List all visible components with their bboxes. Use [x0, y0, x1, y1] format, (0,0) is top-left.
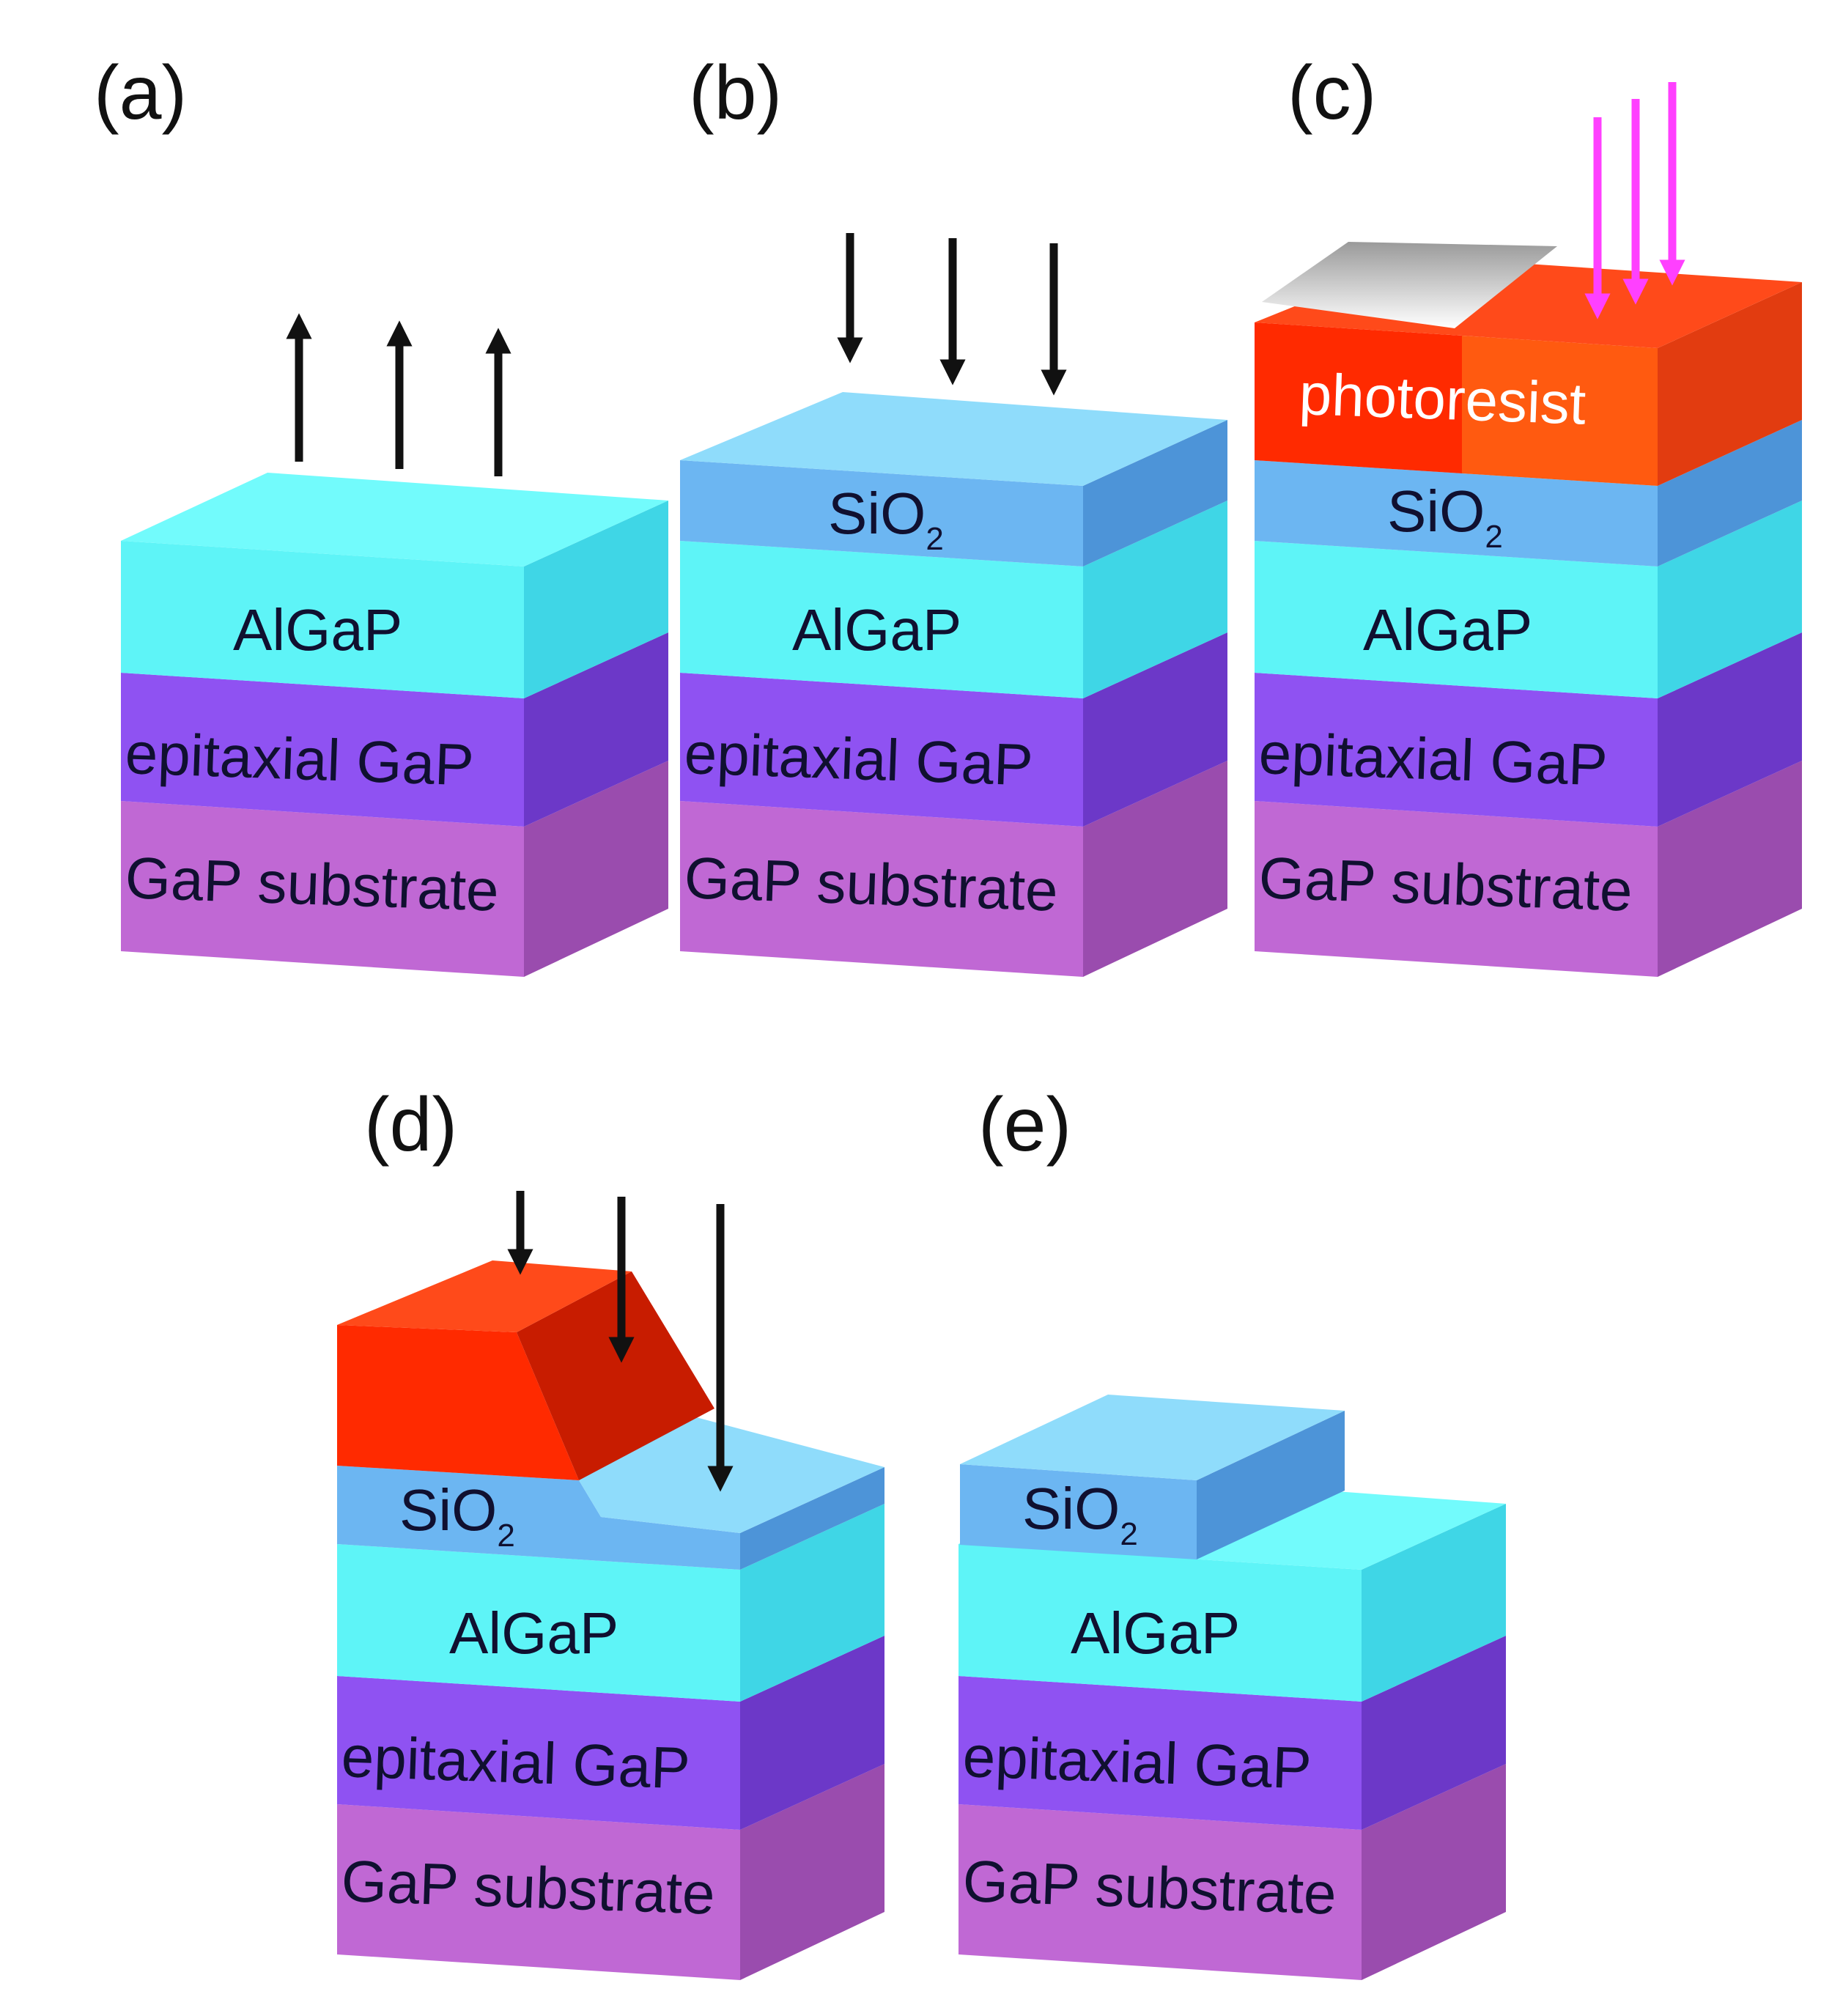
sio2-side — [1197, 1411, 1345, 1559]
photoresist-top — [337, 1260, 632, 1332]
sio2-label: SiO2 — [828, 481, 944, 557]
photoresist-front — [337, 1325, 579, 1480]
panel-b: (b) SiO2 AlGaP epitaxial GaP GaP substra… — [680, 51, 1227, 977]
panel-c: (c) photoresist SiO2 AlGaP epitaxial GaP… — [1255, 51, 1802, 977]
sio2-side — [740, 1467, 884, 1570]
sio2-front — [337, 1466, 740, 1570]
substrate-side — [1083, 761, 1227, 977]
algap-label: AlGaP — [1071, 1600, 1240, 1666]
algap-front — [1255, 541, 1658, 698]
algap-front — [337, 1544, 740, 1702]
algap-front — [680, 541, 1083, 698]
substrate-front — [337, 1804, 740, 1980]
algap-front — [121, 541, 524, 698]
substrate-side — [1362, 1764, 1506, 1980]
panel-a-label: (a) — [94, 51, 187, 136]
stack-a — [121, 473, 668, 977]
substrate-front — [680, 801, 1083, 977]
stack-c — [1255, 242, 1802, 977]
epi-front — [680, 673, 1083, 827]
substrate-front — [1255, 801, 1658, 977]
panel-a: (a) AlGaP epitaxial GaP GaP substrate — [94, 51, 668, 977]
substrate-side — [740, 1764, 884, 1980]
panel-c-label: (c) — [1288, 51, 1376, 136]
photomask — [1262, 242, 1557, 328]
algap-label: AlGaP — [1363, 597, 1532, 662]
panel-e-label: (e) — [978, 1082, 1071, 1167]
epi-label: epitaxial GaP — [683, 720, 1034, 798]
epi-front — [1255, 673, 1658, 827]
panel-b-label: (b) — [689, 51, 782, 136]
substrate-label: GaP substrate — [683, 845, 1059, 923]
substrate-label: GaP substrate — [961, 1848, 1337, 1927]
algap-label: AlGaP — [233, 597, 402, 662]
epi-side — [1658, 632, 1802, 827]
sio2-front — [680, 460, 1083, 566]
epi-side — [1083, 632, 1227, 827]
substrate-front — [121, 801, 524, 977]
photoresist-front-right — [1462, 336, 1658, 486]
epi-front — [959, 1676, 1362, 1830]
substrate-label: GaP substrate — [124, 845, 500, 923]
sio2-top — [960, 1395, 1345, 1480]
epi-front — [121, 673, 524, 827]
sio2-front — [1255, 460, 1658, 566]
substrate-side — [1658, 761, 1802, 977]
sio2-label: SiO2 — [1022, 1476, 1138, 1552]
sio2-top — [680, 392, 1227, 486]
sio2-label: SiO2 — [399, 1477, 515, 1554]
sio2-label: SiO2 — [1387, 479, 1503, 555]
epi-label: epitaxial GaP — [340, 1724, 691, 1801]
epi-side — [740, 1636, 884, 1830]
substrate-label: GaP substrate — [1257, 845, 1633, 923]
substrate-label: GaP substrate — [340, 1848, 716, 1927]
stack-e — [959, 1395, 1506, 1980]
sio2-side — [1658, 420, 1802, 566]
panel-e: (e) SiO2 AlGaP epitaxial GaP GaP substra… — [959, 1082, 1506, 1980]
substrate-side — [524, 761, 668, 977]
photoresist-label: photoresist — [1298, 361, 1587, 437]
epi-front — [337, 1676, 740, 1830]
algap-top — [121, 473, 668, 566]
stack-b — [680, 392, 1227, 977]
epi-label: epitaxial GaP — [961, 1724, 1312, 1801]
stack-d — [337, 1260, 884, 1980]
panel-d-label: (d) — [364, 1082, 457, 1167]
photoresist-slope — [517, 1271, 714, 1480]
photoresist-front-left — [1255, 322, 1462, 473]
photoresist-side — [1658, 282, 1802, 486]
algap-front — [959, 1544, 1362, 1702]
epi-label: epitaxial GaP — [1257, 720, 1608, 798]
epi-label: epitaxial GaP — [124, 720, 475, 798]
algap-label: AlGaP — [792, 597, 961, 662]
algap-label: AlGaP — [449, 1600, 618, 1666]
substrate-front — [959, 1804, 1362, 1980]
panel-d: (d) SiO2 AlGaP epitaxial GaP GaP substra… — [337, 1082, 884, 1980]
sio2-front — [960, 1464, 1197, 1559]
sio2-side — [1083, 420, 1227, 566]
epi-side — [1362, 1636, 1506, 1830]
epi-side — [524, 632, 668, 827]
